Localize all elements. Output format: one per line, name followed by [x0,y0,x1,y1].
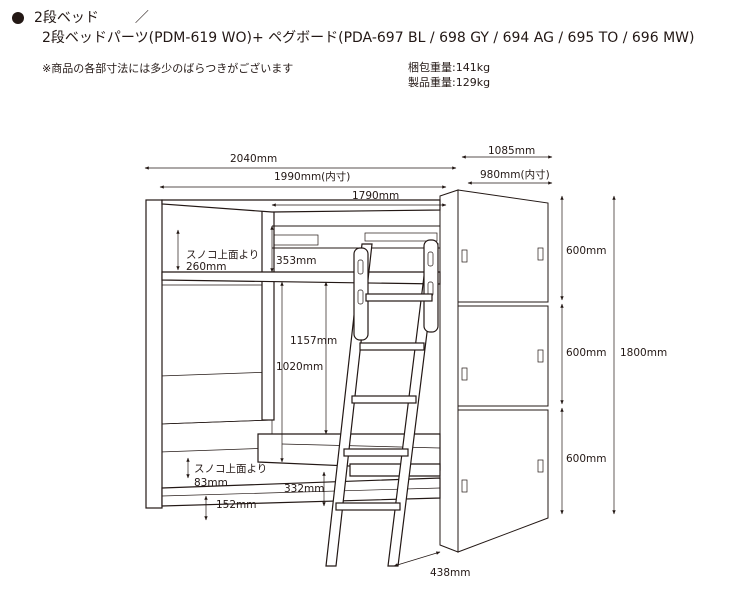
back-pegboard [159,199,273,453]
dim-lower-clearance: 83mm [194,477,228,489]
dim-panel-middle: 600mm [566,347,607,359]
dim-ladder-width: 438mm [430,567,471,579]
dim-inner-width: 980mm(内寸) [480,168,550,181]
lower-deck [161,433,441,507]
product-title: 2段ベッド [34,10,99,26]
ladder [325,239,439,567]
dim-lower-label: スノコ上面より [194,463,267,475]
dim-total-height: 1800mm [620,347,667,359]
product-subtitle: 2段ベッドパーツ(PDM-619 WO)+ ペグボード(PDA-697 BL /… [42,30,695,46]
weights-block: 梱包重量:141kg 製品重量:129kg [408,60,490,90]
bullet-icon [12,12,24,24]
top-rails [161,199,441,249]
dim-upper-label: スノコ上面より [186,249,259,261]
package-weight: 梱包重量:141kg [408,61,491,74]
dim-upper-clearance: 260mm [186,261,227,273]
dim-panel-bottom: 600mm [566,453,607,465]
dim-lower-deck-height: 332mm [284,483,325,495]
header: 2段ベッド ／ 2段ベッドパーツ(PDM-619 WO)+ ペグボード(PDA-… [12,8,742,48]
dim-panel-top: 600mm [566,245,607,257]
dim-deck-height: 1157mm [290,335,337,347]
dimension-lines [144,155,616,567]
product-weight: 製品重量:129kg [408,76,491,89]
front-pegboard [439,189,549,553]
dim-inner-length: 1990mm(内寸) [274,170,350,183]
dim-guard-height: 353mm [276,255,317,267]
upper-deck [161,271,441,285]
title-separator: ／ [134,10,149,26]
dim-under-clearance: 1020mm [276,361,323,373]
dim-span: 1790mm [352,190,399,202]
dim-total-width: 1085mm [488,145,535,157]
dimension-note: ※商品の各部寸法には多少のばらつきがございます [42,62,294,75]
back-left-post [145,199,163,509]
dim-bottom-gap: 152mm [216,499,257,511]
dim-total-length: 2040mm [230,153,277,165]
